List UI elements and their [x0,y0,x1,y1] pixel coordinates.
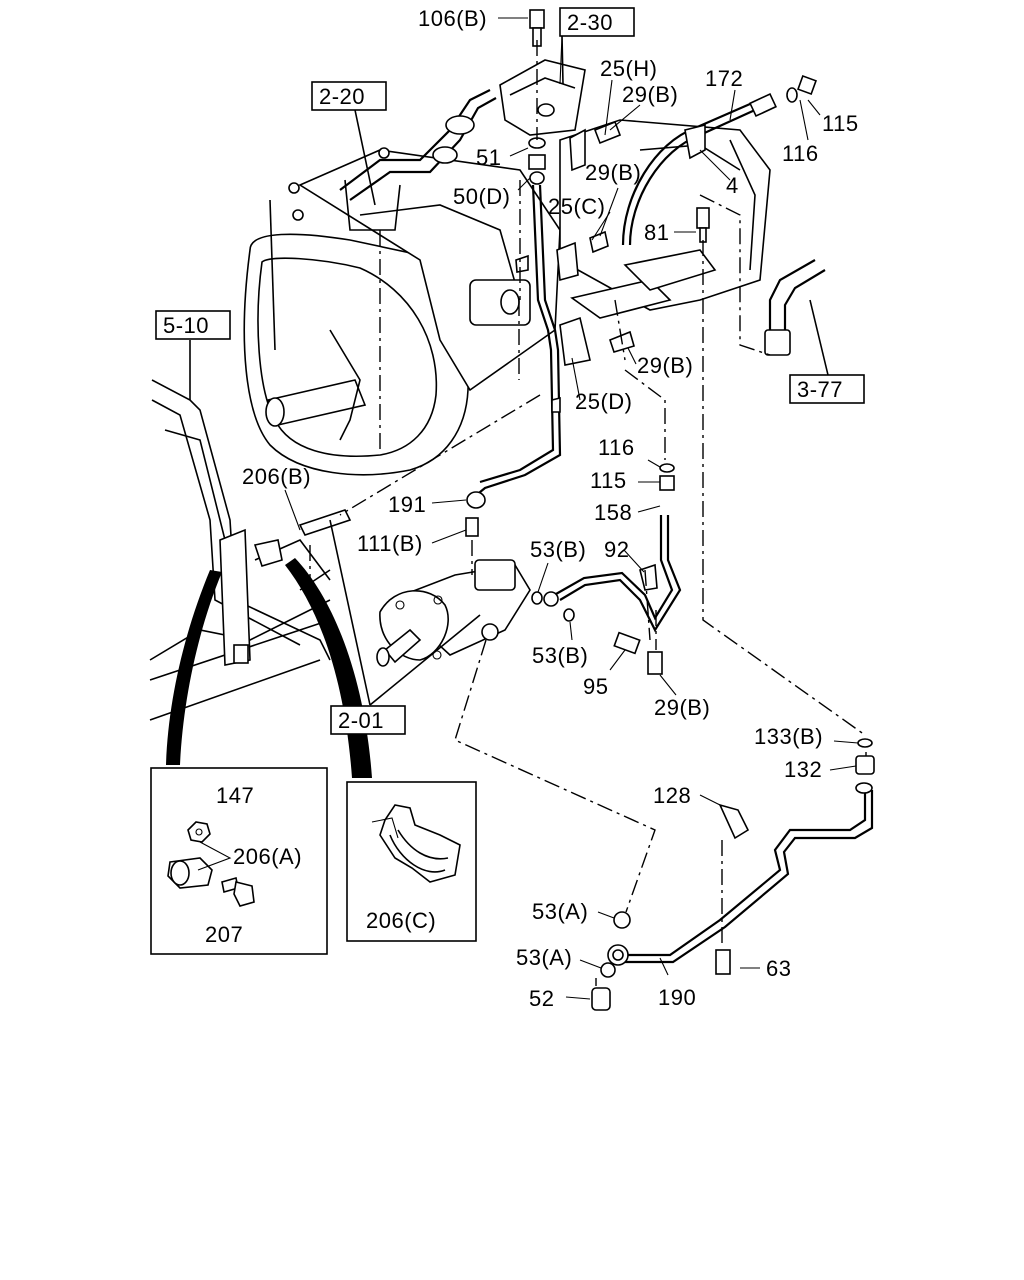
callout-116-mid: 116 [598,435,635,460]
detail-box-right [346,781,477,942]
callout-29b-top: 29(B) [622,82,678,107]
callout-25c: 25(C) [548,194,606,219]
callout-115-top: 115 [822,111,859,136]
leader-lines [284,17,859,1000]
ref-box-5-10[interactable]: 5-10 [155,310,231,340]
callout-63: 63 [766,956,791,981]
callout-4: 4 [726,173,739,198]
callout-53a-top: 53(A) [532,899,588,924]
mount-bracket [499,59,586,136]
callouts: 106(B) 25(H) 172 29(B) 115 116 51 29(B) … [205,6,859,1011]
callout-172: 172 [705,66,743,91]
ref-box-2-01[interactable]: 2-01 [330,705,406,735]
center-lines [309,40,867,986]
detail-bands [166,558,372,778]
ref-box-2-30[interactable]: 2-30 [559,7,635,37]
callout-81: 81 [644,220,669,245]
callout-95: 95 [583,674,608,699]
callout-133b: 133(B) [754,724,823,749]
callout-29b-right: 29(B) [637,353,693,378]
callout-207: 207 [205,922,243,947]
callout-92: 92 [604,537,629,562]
callout-116-top: 116 [782,141,819,166]
callout-158: 158 [594,500,632,525]
slave-cylinder [376,559,531,667]
callout-52: 52 [529,986,554,1011]
detail-box-left [150,767,328,955]
ref-label-2-01: 2-01 [338,708,384,733]
ref-label-2-30: 2-30 [567,10,613,35]
ref-box-2-20[interactable]: 2-20 [311,81,387,111]
callout-206c: 206(C) [366,908,436,933]
ref-label-2-20: 2-20 [319,84,365,109]
callout-106b: 106(B) [418,6,487,31]
ref-2-01-lines [189,34,829,706]
callout-147: 147 [216,783,254,808]
callout-29b-bot: 29(B) [654,695,710,720]
callout-53a-bot: 53(A) [516,945,572,970]
callout-25d: 25(D) [575,389,633,414]
callout-50d: 50(D) [453,184,511,209]
ref-box-3-77[interactable]: 3-77 [789,374,865,404]
callout-132: 132 [784,757,822,782]
callout-191: 191 [388,492,426,517]
ref-label-5-10: 5-10 [163,313,209,338]
callout-190: 190 [658,985,696,1010]
callout-53b-top: 53(B) [530,537,586,562]
callout-115-mid: 115 [590,468,627,493]
callout-111b: 111(B) [357,531,423,556]
callout-25h: 25(H) [600,56,658,81]
callout-51: 51 [476,145,501,170]
callout-206a: 206(A) [233,844,302,869]
callout-53b-bot: 53(B) [532,643,588,668]
callout-206b: 206(B) [242,464,311,489]
transmission-housing [243,89,771,476]
ref-label-3-77: 3-77 [797,377,843,402]
callout-128: 128 [653,783,691,808]
brackets [515,123,750,840]
callout-29b-mid: 29(B) [585,160,641,185]
